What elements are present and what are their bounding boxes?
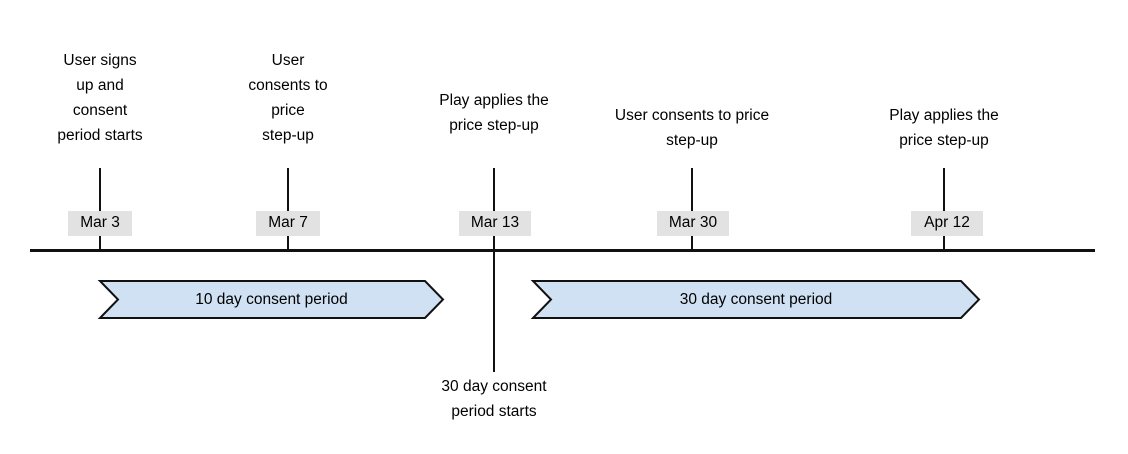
date-chip-mar-13: Mar 13	[459, 211, 531, 236]
below-note-30-day-start: 30 day consent period starts	[441, 378, 547, 420]
event-caption-mar-3: User signs up and consent period starts	[57, 52, 143, 144]
date-chip-mar-30: Mar 30	[657, 211, 729, 236]
event-tick-lower-mar-3	[99, 236, 101, 250]
event-tick-lower-mar-30	[691, 236, 693, 250]
event-caption-mar-30: User consents to price step-up	[614, 107, 770, 149]
chevron-shape-icon	[99, 280, 444, 319]
event-caption-apr-12: Play applies the price step-up	[889, 107, 999, 149]
event-tick-mar-7	[287, 168, 289, 211]
date-chip-apr-12: Apr 12	[911, 211, 983, 236]
event-tick-mar-13	[493, 168, 495, 211]
timeline-axis	[30, 249, 1095, 252]
event-caption-mar-7: User consents to price step-up	[248, 52, 328, 144]
event-tick-lower-mar-7	[287, 236, 289, 250]
date-chip-mar-7: Mar 7	[256, 211, 320, 236]
period-banner-30-day: 30 day consent period	[532, 280, 980, 319]
event-tick-mar-30	[691, 168, 693, 211]
event-tick-mar-3	[99, 168, 101, 211]
event-tick-apr-12	[943, 168, 945, 211]
chevron-shape-icon	[532, 280, 980, 319]
period-banner-10-day: 10 day consent period	[99, 280, 444, 319]
date-chip-mar-3: Mar 3	[68, 211, 132, 236]
event-tick-lower-apr-12	[943, 236, 945, 250]
event-caption-mar-13: Play applies the price step-up	[439, 92, 549, 134]
event-tick-lower-mar-13	[493, 236, 495, 372]
